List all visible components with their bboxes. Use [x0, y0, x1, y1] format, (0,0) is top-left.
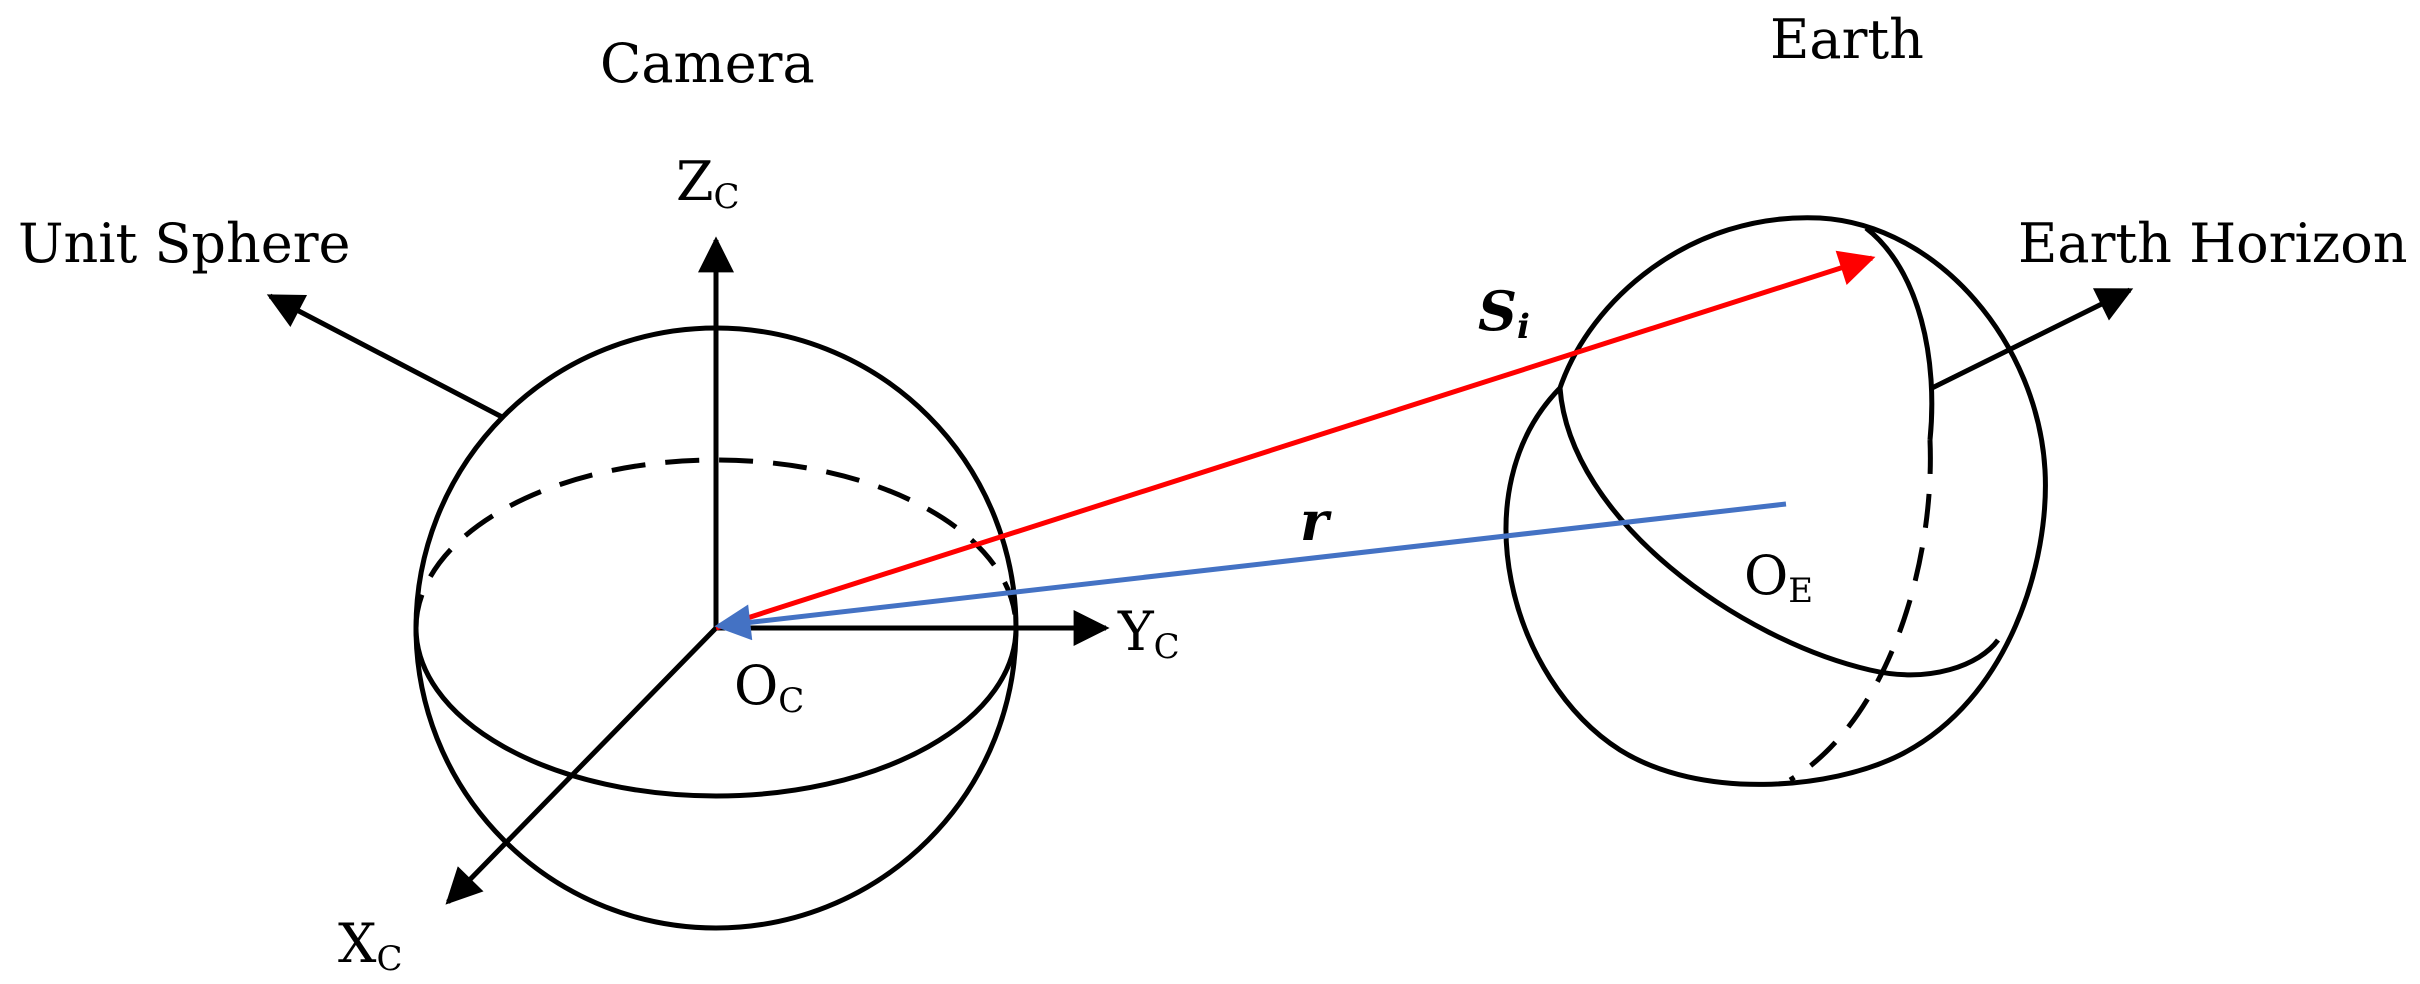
zc-label: ZC [676, 150, 740, 217]
xc-axis [445, 626, 718, 905]
si-vector [715, 250, 1876, 631]
r-vector [714, 501, 1787, 641]
unit-sphere-equator-front [413, 627, 1019, 799]
unit-sphere-label: Unit Sphere [18, 212, 351, 275]
earth-horizon-curve-front [1557, 387, 2001, 678]
earth-horizon-pointer-arrow [1930, 287, 2134, 391]
earth-horizon-curve-dashed [1788, 439, 1933, 783]
earth-outline [1503, 215, 2048, 787]
xc-label: XC [338, 912, 402, 979]
camera-label: Camera [600, 32, 815, 95]
earth-horizon-label: Earth Horizon [2018, 212, 2408, 275]
yc-label: YC [1117, 600, 1180, 667]
oc-label: OC [734, 654, 804, 721]
camera-axes [445, 236, 1110, 905]
oe-label: OE [1744, 544, 1813, 611]
r-label: r [1300, 489, 1332, 553]
unit-sphere-pointer-arrow [266, 293, 506, 421]
earth-label: Earth [1770, 8, 1924, 71]
earth-horizon-curve-right [1864, 226, 1935, 441]
unit-sphere-equator-back [413, 457, 1019, 629]
si-label: Si [1478, 279, 1530, 347]
earth-sphere [1503, 215, 2048, 787]
